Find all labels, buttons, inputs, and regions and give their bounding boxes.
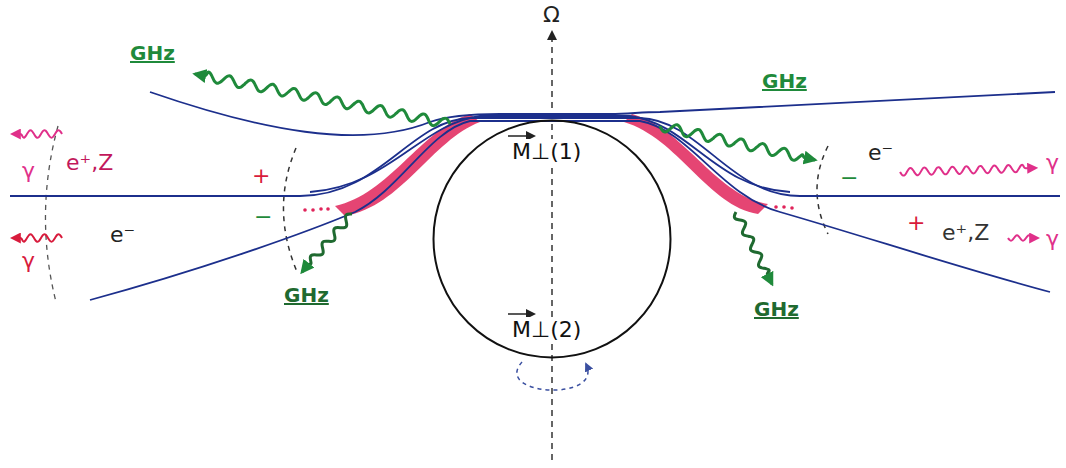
wave-arrow xyxy=(660,125,815,161)
moment-label: M⊥(2) xyxy=(510,317,583,343)
frequency-label: GHz xyxy=(128,40,177,66)
photon-label: γ xyxy=(1044,150,1061,176)
wave-arrow xyxy=(1008,235,1038,240)
wave-arrow xyxy=(734,212,772,284)
moment-label: M⊥(1) xyxy=(510,139,583,165)
photon-label: γ xyxy=(20,158,37,184)
photon-label: γ xyxy=(1044,226,1061,252)
charge-sign: − xyxy=(252,204,274,230)
wave-arrow xyxy=(195,72,450,126)
charge-sign: − xyxy=(838,165,860,191)
moment-arrow xyxy=(508,313,534,315)
body-circle xyxy=(434,121,671,358)
frequency-label: GHz xyxy=(282,282,331,308)
particle-label: e⁺,Z xyxy=(64,150,115,176)
frequency-label: GHz xyxy=(752,296,801,322)
wave-arrows xyxy=(12,72,1038,284)
field-lines xyxy=(10,92,1060,300)
axis-label: Ω xyxy=(541,2,562,28)
wave-arrow xyxy=(900,165,1036,176)
frequency-label: GHz xyxy=(760,68,809,94)
charge-sign: + xyxy=(250,163,272,189)
cone-arc xyxy=(45,126,58,302)
rotating-body: M⊥(1) M⊥(2) xyxy=(432,119,672,359)
rotation-loop xyxy=(517,362,588,390)
cone-arc xyxy=(283,148,298,274)
rotation-axis xyxy=(551,32,553,460)
wave-arrow xyxy=(302,214,352,272)
moment-arrow xyxy=(508,135,534,137)
cone-arc xyxy=(817,146,828,234)
emission-dots xyxy=(303,205,794,212)
particle-label: e⁺,Z xyxy=(940,220,991,246)
photon-label: γ xyxy=(20,248,37,274)
particle-label: e⁻ xyxy=(108,222,137,248)
charge-sign: + xyxy=(905,210,927,236)
particle-label: e⁻ xyxy=(866,140,895,166)
wave-arrow xyxy=(12,130,62,137)
wave-arrow xyxy=(12,234,62,241)
